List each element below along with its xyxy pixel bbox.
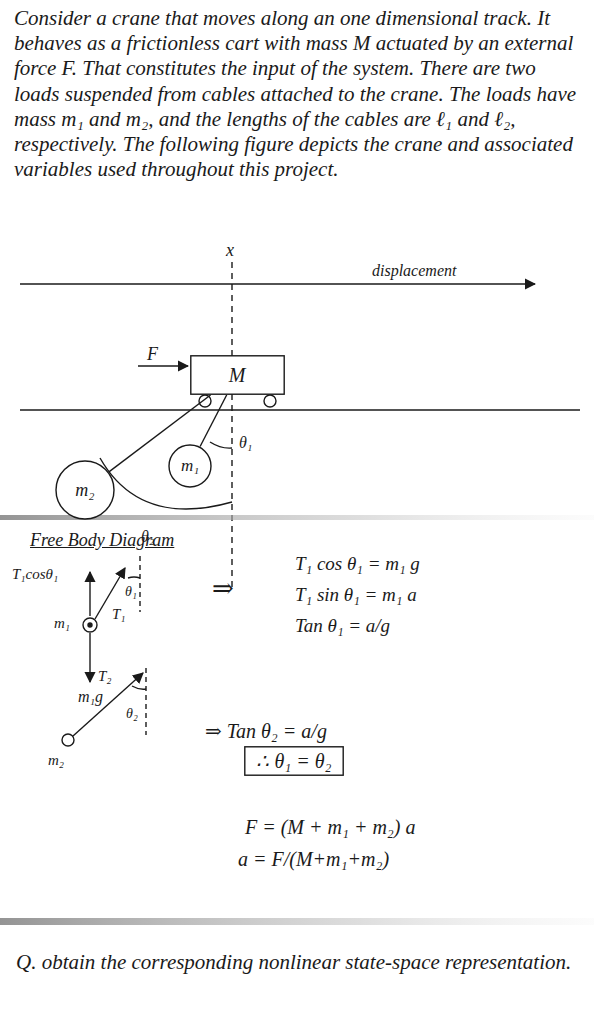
mass-label: m₂ <box>48 752 64 769</box>
equation: T₁ cos θ₁ = m₁ g <box>295 553 420 575</box>
force-label: T₂ <box>98 668 112 685</box>
reference-line <box>145 668 146 735</box>
mass-label: m₁ <box>54 615 70 632</box>
displacement-axis <box>20 283 535 284</box>
equation: a = F/(M+m₁+m₂) <box>238 848 389 871</box>
load-circle: m₁ <box>168 444 212 488</box>
mass-dot <box>62 734 74 746</box>
intro-paragraph: Consider a crane that moves along an one… <box>14 6 580 182</box>
force-label: F <box>146 344 159 365</box>
angle-label: θ₁ <box>125 584 137 600</box>
ground-line <box>20 409 580 410</box>
node-text: M <box>229 364 246 387</box>
load-circle: m₂ <box>55 460 115 520</box>
node-text: ∴ θ₁ = θ₂ <box>256 749 331 773</box>
mass-dot <box>83 618 97 632</box>
page-smear <box>0 918 594 925</box>
angle-arc <box>100 458 232 509</box>
result-box: ∴ θ₁ = θ₂ <box>244 746 344 776</box>
question-text: Q. obtain the corresponding nonlinear st… <box>16 950 582 975</box>
force-label: T₁ <box>112 606 126 623</box>
reference-line <box>139 556 140 612</box>
section-heading: Free Body Diagram <box>30 530 174 551</box>
implies-sign: ⇒ <box>212 574 234 604</box>
equation: Tan θ₁ = a/g <box>295 615 390 637</box>
wheel <box>264 395 276 407</box>
equation: ⇒ Tan θ₂ = a/g <box>205 720 327 743</box>
angle-arc <box>210 442 232 448</box>
node-text: m₂ <box>75 480 94 501</box>
cart-box: M <box>190 355 285 395</box>
node-text: m₁ <box>181 456 199 476</box>
force-arrow <box>89 572 90 616</box>
angle-arc <box>128 577 140 578</box>
angle-arc <box>132 686 146 689</box>
equation: T₁ sin θ₁ = m₁ a <box>295 584 417 606</box>
mass-dot <box>88 623 92 627</box>
force-label: T₁cosθ₁ <box>12 566 58 583</box>
weight-arrow <box>89 633 90 682</box>
force-arrow <box>138 365 188 366</box>
angle-label: θ₂ <box>126 706 138 722</box>
axis-label: x <box>226 240 234 261</box>
angle-label: θ₁ <box>238 434 253 452</box>
equation: F = (M + m₁ + m₂) a <box>245 816 415 839</box>
centre-line <box>231 262 232 588</box>
axis-label: displacement <box>372 262 456 280</box>
cable-line <box>200 395 227 446</box>
force-label: m₁g <box>78 688 103 706</box>
